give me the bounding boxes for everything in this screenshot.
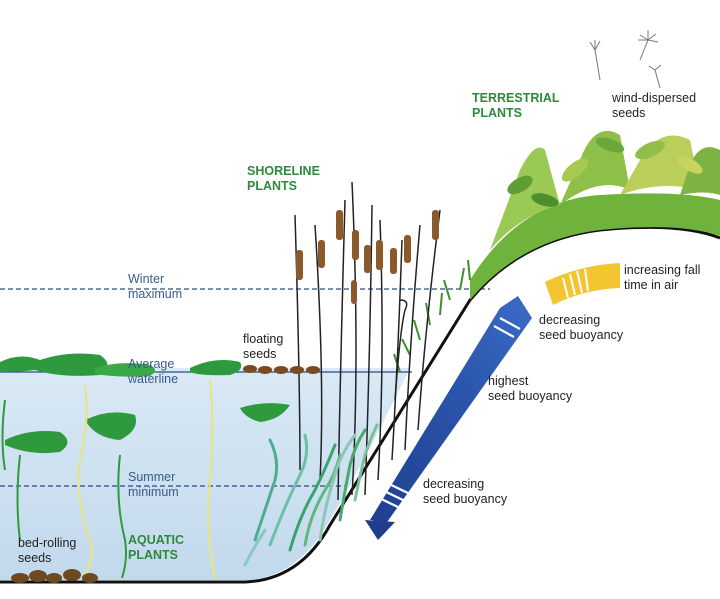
- wind-dispersed-seeds-label: wind-dispersed seeds: [612, 91, 697, 120]
- bed-rolling-seeds: [11, 569, 98, 583]
- fall-time-arrow: [545, 263, 620, 305]
- summer-minimum-label: Summer minimum: [128, 470, 179, 499]
- winter-maximum-label: Winter maximum: [128, 272, 183, 301]
- terrestrial-plants: [470, 130, 720, 300]
- floating-lily-pads: [0, 353, 290, 454]
- shoreline-plants-label: SHORELINE PLANTS: [247, 164, 320, 193]
- aquatic-plants-label: AQUATIC PLANTS: [128, 533, 185, 562]
- highest-buoyancy-label: highest seed buoyancy: [488, 374, 573, 403]
- floating-seeds: [243, 365, 320, 374]
- aquatic-stems: [1, 379, 216, 581]
- decreasing-buoyancy-upper-label: decreasing seed buoyancy: [539, 313, 624, 342]
- fall-time-label: increasing fall time in air: [624, 263, 701, 292]
- buoyancy-arrow: [365, 296, 532, 540]
- terrestrial-plants-label: TERRESTRIAL PLANTS: [472, 91, 560, 120]
- wind-dispersed-seeds: [589, 30, 662, 89]
- submerged-plants: [243, 423, 379, 567]
- decreasing-buoyancy-lower-label: decreasing seed buoyancy: [423, 477, 508, 506]
- bed-rolling-seeds-label: bed-rolling seeds: [18, 536, 77, 565]
- shoreline-plants: [294, 181, 441, 501]
- floating-seeds-label: floating seeds: [243, 332, 284, 361]
- average-waterline-label: Average waterline: [128, 357, 179, 386]
